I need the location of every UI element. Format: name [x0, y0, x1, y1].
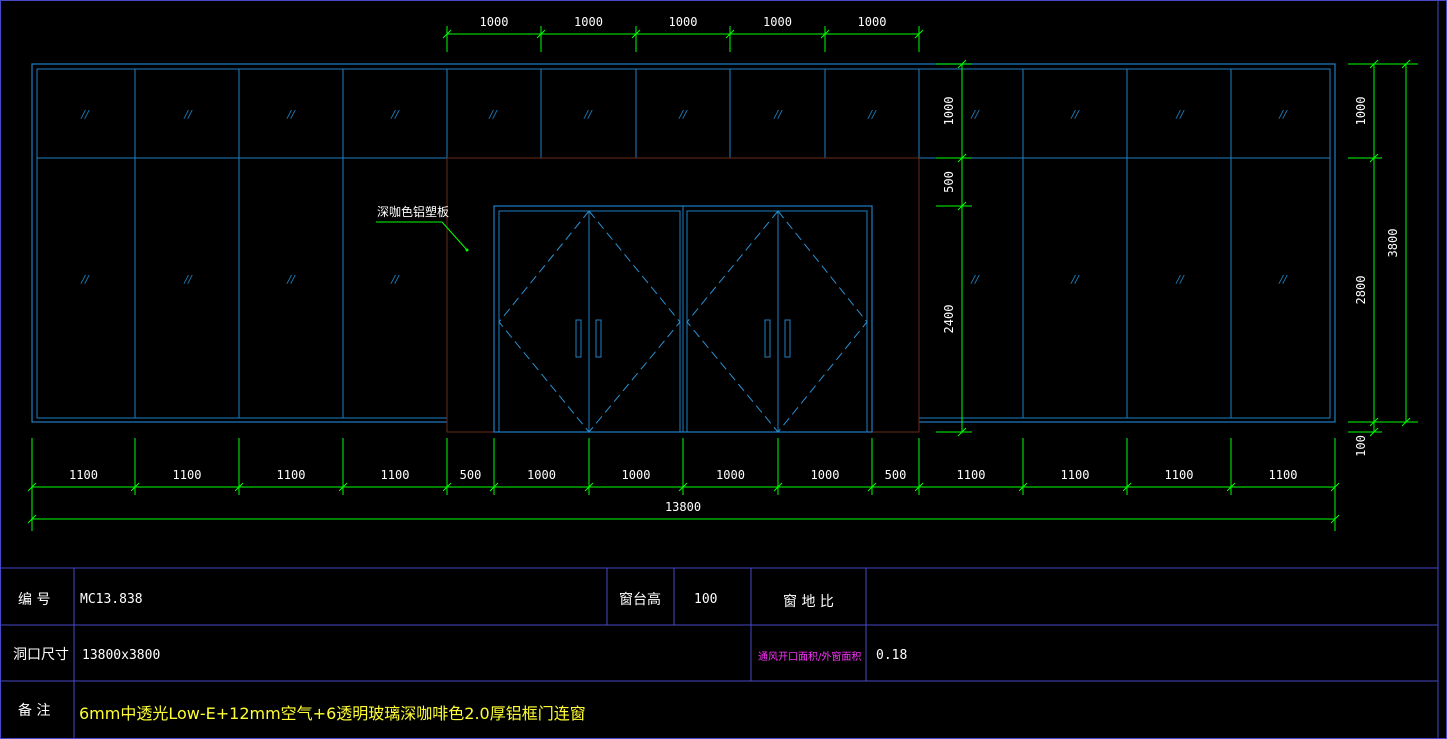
glass-mark: //: [1070, 273, 1080, 286]
bottom-dim-label: 500: [460, 468, 482, 482]
glass-mark: //: [1175, 273, 1185, 286]
opening-value: 13800x3800: [82, 648, 160, 663]
panel-label: 深咖色铝塑板: [377, 204, 449, 219]
top-dim-label: 1000: [669, 15, 698, 29]
bottom-dim-label: 1100: [1165, 468, 1194, 482]
sill-label: 窗台高: [619, 591, 661, 608]
glass-mark: //: [1278, 273, 1288, 286]
code-label: 编 号: [18, 592, 50, 608]
glass-mark: //: [970, 108, 980, 121]
glass-mark: //: [1070, 108, 1080, 121]
right-dim-label: 2400: [942, 305, 956, 334]
top-dim-label: 1000: [858, 15, 887, 29]
glass-mark: //: [390, 273, 400, 286]
opening-label: 洞口尺寸: [13, 647, 69, 663]
glass-mark: //: [286, 108, 296, 121]
glass-mark: //: [583, 108, 593, 121]
glass-mark: //: [1175, 108, 1185, 121]
top-dim-label: 1000: [763, 15, 792, 29]
dimension-ticks: [27, 26, 1418, 531]
bottom-dim-label: 1100: [381, 468, 410, 482]
leader-dot: [465, 248, 469, 252]
glass-mark: //: [286, 273, 296, 286]
glass-mark: //: [80, 108, 90, 121]
right-dim-label: 1000: [942, 97, 956, 126]
dimension-text: 1000 1000 1000 1000 1000 1000 500 2400 1000 2800 1…: [69, 15, 1400, 514]
glass-mark: //: [970, 273, 980, 286]
total-width-label: 13800: [665, 500, 701, 514]
bottom-dim-label: 1000: [716, 468, 745, 482]
right-outer-dim-label: 2800: [1354, 276, 1368, 305]
note-label: 备 注: [18, 702, 50, 719]
right-outer-dim-label: 100: [1354, 435, 1368, 457]
glass-mark: //: [183, 273, 193, 286]
top-dim-label: 1000: [480, 15, 509, 29]
bottom-dim-label: 1100: [1061, 468, 1090, 482]
bottom-dim-label: 1000: [811, 468, 840, 482]
right-dim-label: 500: [942, 171, 956, 193]
window-elevation: [31, 63, 1336, 433]
bottom-dim-label: 500: [885, 468, 907, 482]
panel-leader: [376, 221, 468, 251]
door-swing-marks: [498, 210, 868, 433]
door-handles: [575, 319, 791, 358]
ratio-label: 窗 地 比: [783, 593, 834, 610]
glass-mark: //: [183, 108, 193, 121]
code-value: MC13.838: [80, 592, 143, 607]
vent-ratio-value: 0.18: [876, 648, 907, 663]
title-block: [0, 567, 1438, 739]
bottom-dim-label: 1100: [957, 468, 986, 482]
left-mullions: [134, 69, 448, 418]
sill-value: 100: [694, 592, 717, 607]
glass-mark: //: [773, 108, 783, 121]
glass-mark: //: [867, 108, 877, 121]
bottom-dim-label: 1100: [1269, 468, 1298, 482]
glass-mark: //: [1278, 108, 1288, 121]
bottom-dim-label: 1000: [527, 468, 556, 482]
glass-mark: //: [488, 108, 498, 121]
bottom-dim-label: 1100: [173, 468, 202, 482]
right-mullions: [918, 69, 1232, 418]
bottom-dim-label: 1100: [69, 468, 98, 482]
glass-mark: //: [80, 273, 90, 286]
vent-ratio-label: 通风开口面积/外窗面积: [758, 650, 861, 663]
overall-height-label: 3800: [1386, 229, 1400, 258]
bottom-dim-label: 1100: [277, 468, 306, 482]
top-middle-mullions: [540, 69, 826, 158]
glass-mark: //: [678, 108, 688, 121]
top-dim-label: 1000: [574, 15, 603, 29]
glass-marks: // // // // // // // // // // // // // // // // // // // //…: [80, 108, 1288, 286]
note-value: 6mm中透光Low-E+12mm空气+6透明玻璃深咖啡色2.0厚铝框门连窗: [79, 704, 586, 723]
glass-mark: //: [390, 108, 400, 121]
right-outer-dim-label: 1000: [1354, 97, 1368, 126]
bottom-dim-label: 1000: [622, 468, 651, 482]
